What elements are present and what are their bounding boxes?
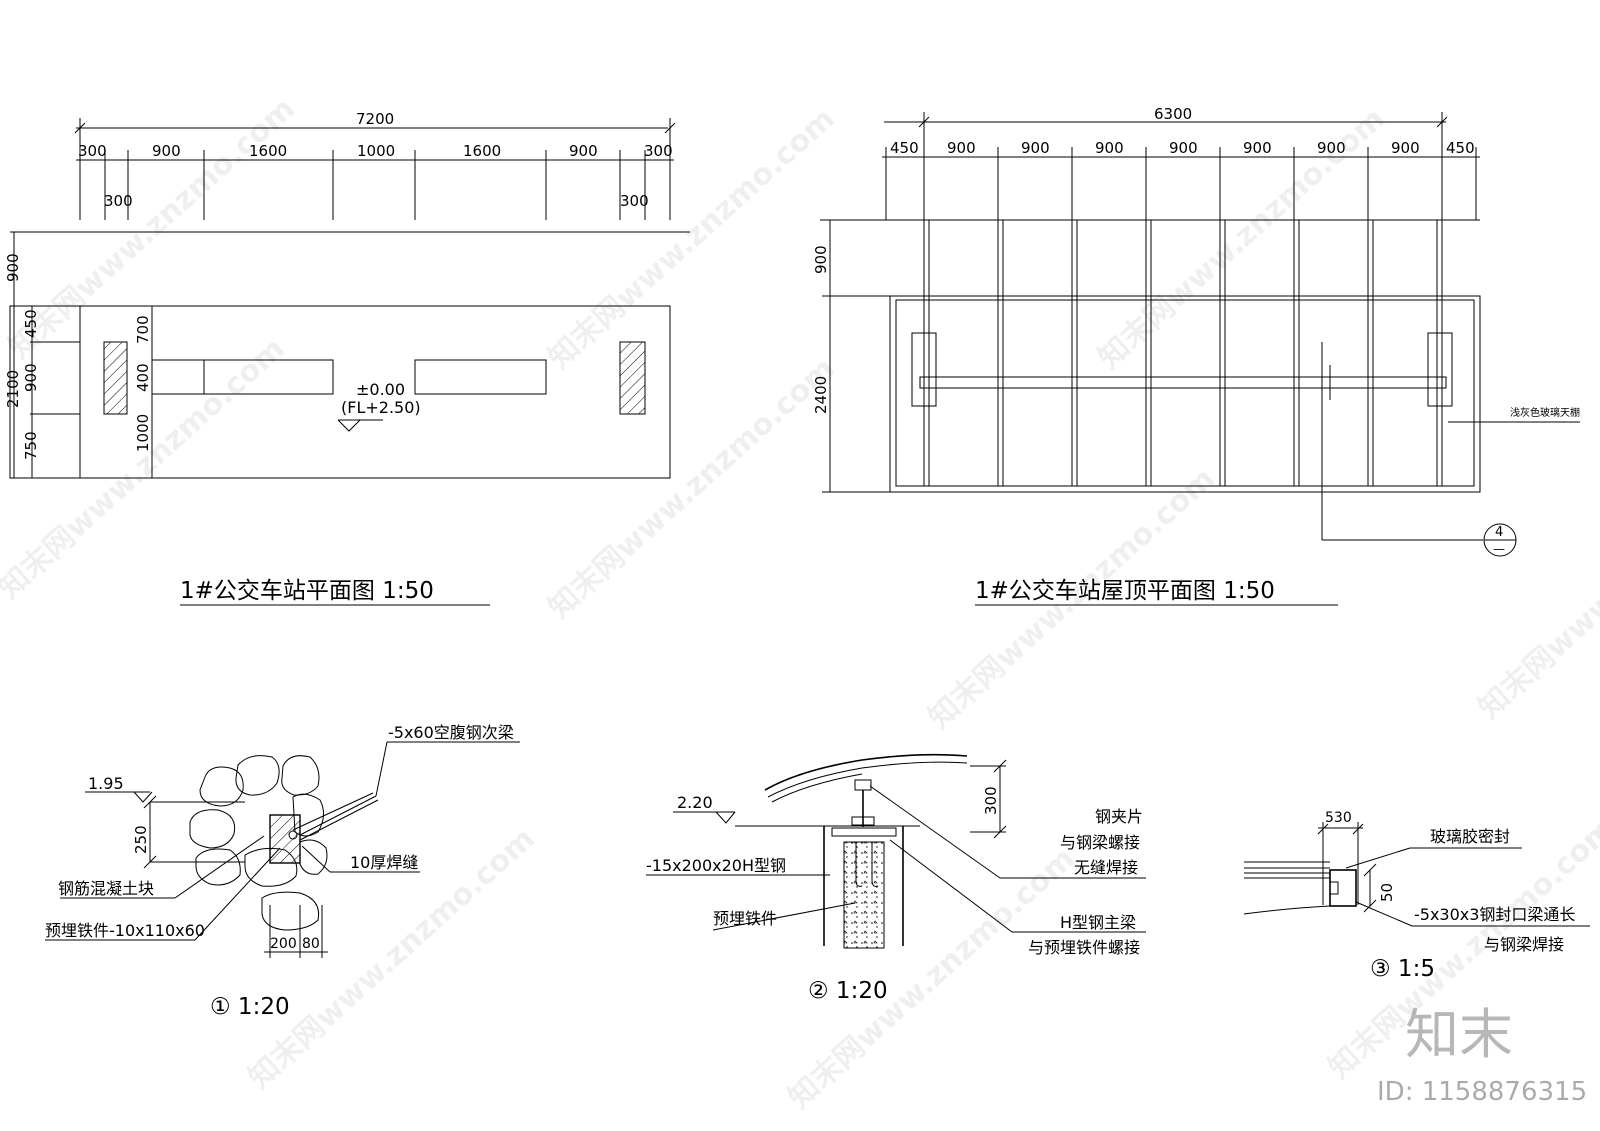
roof-dim-left: 2400 bbox=[812, 376, 830, 414]
roof-main-beam bbox=[919, 376, 1447, 389]
plan-title: 1#公交车站平面图 1:50 bbox=[180, 578, 434, 604]
bench-left bbox=[151, 359, 334, 395]
detail2-dim-300: 300 bbox=[982, 786, 1000, 815]
detail2-label-hsteel: -15x200x20H型钢 bbox=[646, 856, 786, 875]
roof-dim-seg: 900 bbox=[1021, 139, 1050, 157]
detail1-dim-bottom-a: 200 bbox=[270, 936, 297, 952]
plan-dim-seg: 900 bbox=[152, 142, 181, 160]
roof-plan: 6300 450 900 900 900 900 900 900 900 450 bbox=[812, 105, 1580, 606]
detail2-title: ② 1:20 bbox=[808, 978, 888, 1004]
concrete-block bbox=[269, 814, 301, 864]
detail2-label-embed: 预埋铁件 bbox=[713, 909, 777, 928]
detail3-label-channel-1: -5x30x3钢封口梁通长 bbox=[1414, 905, 1575, 924]
roof-dim-seg: 900 bbox=[947, 139, 976, 157]
roof-dim-total: 6300 bbox=[1154, 105, 1192, 123]
roof-dim-seg: 900 bbox=[1169, 139, 1198, 157]
plan-level-fl: (FL+2.50) bbox=[341, 398, 421, 417]
plan-dim-inner: 400 bbox=[134, 363, 152, 392]
plan-dim-seg: 900 bbox=[569, 142, 598, 160]
plan-dim-left: 450 bbox=[22, 309, 40, 338]
detail2-label-main-2: 与预埋铁件螺接 bbox=[1028, 938, 1140, 957]
plan-dim-left: 900 bbox=[4, 253, 22, 282]
roof-dim-seg: 900 bbox=[1243, 139, 1272, 157]
plan-dim-left: 900 bbox=[22, 363, 40, 392]
detail1-level: 1.95 bbox=[88, 774, 124, 793]
column-right bbox=[619, 341, 646, 415]
watermark-text: 知末网www.znzmo.com bbox=[1472, 451, 1600, 726]
roof-dim-seg: 900 bbox=[1391, 139, 1420, 157]
bench-right bbox=[414, 359, 547, 395]
watermark-text: 知末网www.znzmo.com bbox=[542, 351, 842, 626]
bus-stop-plan: 7200 300 900 1600 1000 1600 900 300 300 … bbox=[4, 110, 690, 606]
roof-glass-label: 浅灰色玻璃天棚 bbox=[1510, 406, 1580, 419]
brand-logo: 知末 bbox=[1405, 1003, 1513, 1066]
plan-dim-seg: 300 bbox=[644, 142, 673, 160]
detail-1: -5x60空腹钢次梁 10厚焊缝 钢筋混凝土块 预埋铁件-10x110x60 1… bbox=[45, 723, 520, 1020]
roof-dim-seg: 900 bbox=[1317, 139, 1346, 157]
section-marker-sheet: — bbox=[1493, 542, 1505, 556]
roof-dim-left: 900 bbox=[812, 245, 830, 274]
plan-dim-seg: 300 bbox=[78, 142, 107, 160]
section-marker-number: 4 bbox=[1495, 525, 1503, 540]
detail3-title: ③ 1:5 bbox=[1370, 956, 1435, 982]
plan-dim-sub: 300 bbox=[104, 192, 133, 210]
detail2-label-clip-2: 与钢梁螺接 bbox=[1060, 833, 1140, 852]
plan-dim-total: 7200 bbox=[356, 110, 394, 128]
detail1-label-block: 钢筋混凝土块 bbox=[58, 879, 154, 898]
plan-dim-inner: 1000 bbox=[134, 414, 152, 452]
detail2-label-clip-3: 无缝焊接 bbox=[1074, 858, 1138, 877]
detail2-label-main-1: H型钢主梁 bbox=[1060, 913, 1136, 932]
roof-dim-seg: 450 bbox=[1446, 139, 1475, 157]
concrete-column bbox=[843, 841, 885, 949]
roof-grid bbox=[923, 220, 1443, 486]
detail1-title: ① 1:20 bbox=[210, 994, 290, 1020]
detail3-dim-530: 530 bbox=[1325, 810, 1352, 826]
roof-dim-seg: 900 bbox=[1095, 139, 1124, 157]
plan-dim-seg: 1600 bbox=[463, 142, 501, 160]
detail3-dim-50: 50 bbox=[1378, 883, 1396, 902]
plan-dim-left: 2100 bbox=[4, 370, 22, 408]
plan-dim-inner: 700 bbox=[134, 315, 152, 344]
detail3-label-channel-2: 与钢梁焊接 bbox=[1484, 935, 1564, 954]
detail1-dim-250: 250 bbox=[132, 825, 150, 854]
column-left bbox=[103, 341, 128, 415]
detail3-label-seal: 玻璃胶密封 bbox=[1430, 827, 1510, 846]
roof-dim-seg: 450 bbox=[890, 139, 919, 157]
stone-cluster bbox=[189, 755, 328, 931]
plan-dim-seg: 1000 bbox=[357, 142, 395, 160]
detail1-dim-bottom-b: 80 bbox=[302, 936, 320, 952]
watermark-text: 知末网www.znzmo.com bbox=[1092, 101, 1392, 376]
detail1-label-beam: -5x60空腹钢次梁 bbox=[388, 723, 514, 742]
plan-dim-ticks bbox=[104, 150, 646, 220]
detail-2: 2.20 300 -15x200x20H型钢 预埋铁件 钢夹片 与钢梁螺接 无缝… bbox=[646, 753, 1146, 1004]
roof-dim-ticks bbox=[885, 147, 1477, 220]
plan-level: ±0.00 bbox=[356, 380, 405, 399]
steel-channel bbox=[1329, 869, 1357, 907]
detail-3: 530 50 玻璃胶密封 -5x30x3钢封口梁通长 与钢梁焊接 ③ 1:5 bbox=[1243, 810, 1590, 982]
plan-dim-seg: 1600 bbox=[249, 142, 287, 160]
detail2-label-clip-1: 钢夹片 bbox=[1095, 807, 1143, 826]
plan-dim-left: 750 bbox=[22, 431, 40, 460]
detail2-level: 2.20 bbox=[677, 793, 713, 812]
detail1-label-plate: 预埋铁件-10x110x60 bbox=[45, 921, 205, 940]
plan-dim-sub: 300 bbox=[620, 192, 649, 210]
detail1-label-weld: 10厚焊缝 bbox=[350, 853, 418, 872]
image-id-label: ID: 1158876315 bbox=[1377, 1077, 1587, 1107]
roof-title: 1#公交车站屋顶平面图 1:50 bbox=[975, 578, 1275, 604]
